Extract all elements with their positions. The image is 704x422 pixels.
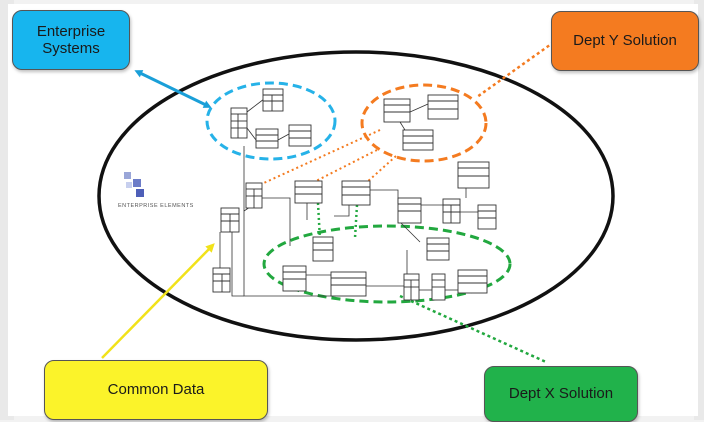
enterprise-systems-group — [205, 81, 337, 161]
entity-table — [402, 129, 434, 151]
green-link-b — [353, 204, 359, 239]
entity-table — [403, 273, 420, 301]
dept-x-solution-callout: Dept X Solution — [484, 366, 638, 422]
entity-table — [341, 180, 371, 206]
entity-table — [477, 204, 497, 230]
enterprise-elements-logo — [124, 172, 144, 197]
enterprise-boundary — [97, 50, 615, 342]
common-data-label: Common Data — [107, 381, 205, 399]
entity-table — [294, 180, 323, 204]
entity-table — [457, 269, 488, 294]
entity-table — [245, 182, 263, 209]
dept-x-solution-label: Dept X Solution — [508, 385, 614, 403]
dept-y-solution-label: Dept Y Solution — [573, 32, 677, 50]
entity-table — [383, 98, 411, 123]
entity-table — [397, 197, 422, 224]
entity-table — [230, 107, 248, 139]
orange-link-c — [365, 155, 397, 184]
right-frame-edge — [694, 0, 704, 420]
dept-x-group — [262, 224, 512, 304]
logo-wordmark: ENTERPRISE ELEMENTS — [118, 203, 194, 209]
entity-table — [431, 273, 446, 301]
dept-y-group — [360, 83, 488, 163]
dept-x-connector — [399, 294, 547, 364]
entity-table — [212, 267, 231, 293]
entity-table — [288, 124, 312, 147]
entity-table — [312, 236, 334, 262]
dept-y-solution-callout: Dept Y Solution — [551, 11, 699, 71]
entity-table — [262, 88, 284, 112]
common-data-arrow — [101, 243, 215, 359]
dept-y-connector — [476, 40, 555, 99]
enterprise-systems-callout: Enterprise Systems — [12, 10, 130, 70]
orange-link-b — [315, 149, 378, 182]
entity-table — [282, 265, 307, 292]
common-data-callout: Common Data — [44, 360, 268, 420]
green-link-a — [316, 202, 322, 241]
enterprise-connector — [134, 70, 212, 108]
entity-table — [426, 237, 450, 261]
entity-table — [220, 207, 240, 233]
entity-table — [442, 198, 461, 224]
entity-table — [457, 161, 490, 189]
slide-card — [8, 4, 698, 416]
entity-table — [330, 271, 367, 297]
entity-tables — [212, 88, 497, 301]
entity-table — [255, 128, 279, 149]
relationship-lines — [219, 98, 478, 297]
entity-table — [427, 94, 459, 120]
enterprise-systems-label: Enterprise Systems — [36, 22, 106, 57]
